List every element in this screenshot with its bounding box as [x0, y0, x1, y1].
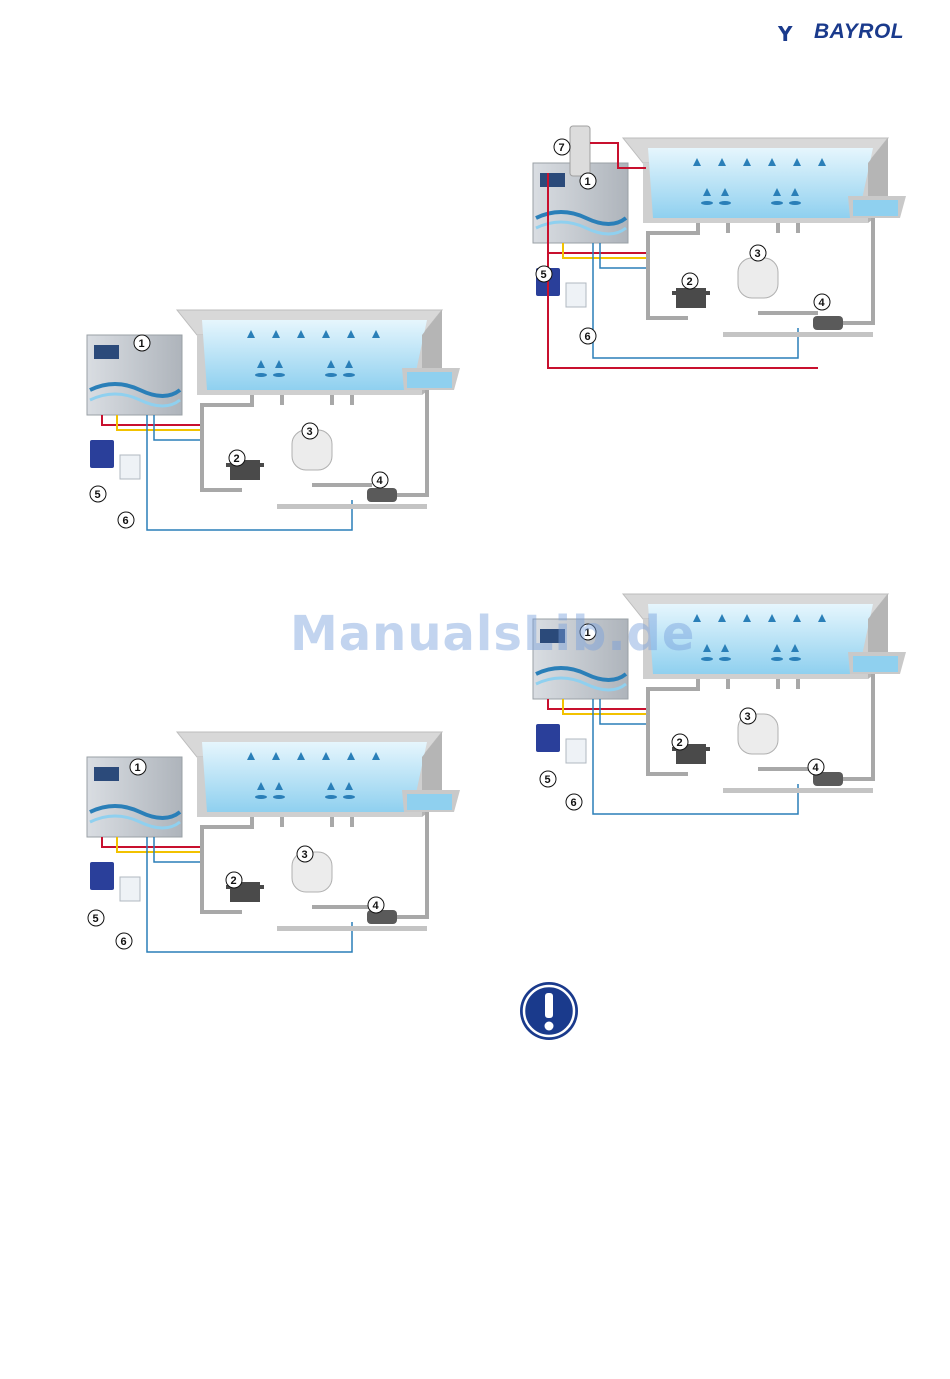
- label-7: 7: [559, 142, 565, 154]
- label-5: 5: [541, 269, 547, 281]
- watermark: ManualsLib.de: [290, 606, 695, 662]
- label-4: 4: [373, 900, 380, 912]
- label-6: 6: [585, 331, 591, 343]
- label-3: 3: [307, 426, 313, 438]
- pool-system-diagram: 1 2 3 4 5 6: [82, 290, 462, 540]
- label-1: 1: [139, 338, 145, 350]
- label-4: 4: [813, 762, 820, 774]
- label-2: 2: [677, 737, 683, 749]
- diagram-2: 7 1 2 3 4 5 6: [528, 118, 908, 378]
- diagram-3: 1 2 3 4 5 6: [82, 712, 462, 962]
- bayrol-logo: Y BAYROL: [778, 20, 913, 44]
- label-5: 5: [95, 489, 101, 501]
- brand-name: BAYROL: [814, 20, 904, 44]
- label-2: 2: [687, 276, 693, 288]
- label-3: 3: [302, 849, 308, 861]
- label-3: 3: [745, 711, 751, 723]
- label-6: 6: [123, 515, 129, 527]
- label-2: 2: [231, 875, 237, 887]
- label-1: 1: [585, 176, 591, 188]
- pool-system-diagram-ozone: 7 1 2 3 4 5 6: [528, 118, 908, 378]
- label-4: 4: [819, 297, 826, 309]
- pool-system-diagram: 1 2 3 4 5 6: [82, 712, 462, 962]
- label-6: 6: [571, 797, 577, 809]
- exclamation-icon: [518, 980, 580, 1042]
- label-4: 4: [377, 475, 384, 487]
- brand-mark: Y: [778, 22, 792, 46]
- label-1: 1: [135, 762, 141, 774]
- label-5: 5: [93, 913, 99, 925]
- label-5: 5: [545, 774, 551, 786]
- diagram-1: 1 2 3 4 5 6: [82, 290, 462, 540]
- label-2: 2: [234, 453, 240, 465]
- label-6: 6: [121, 936, 127, 948]
- label-3: 3: [755, 248, 761, 260]
